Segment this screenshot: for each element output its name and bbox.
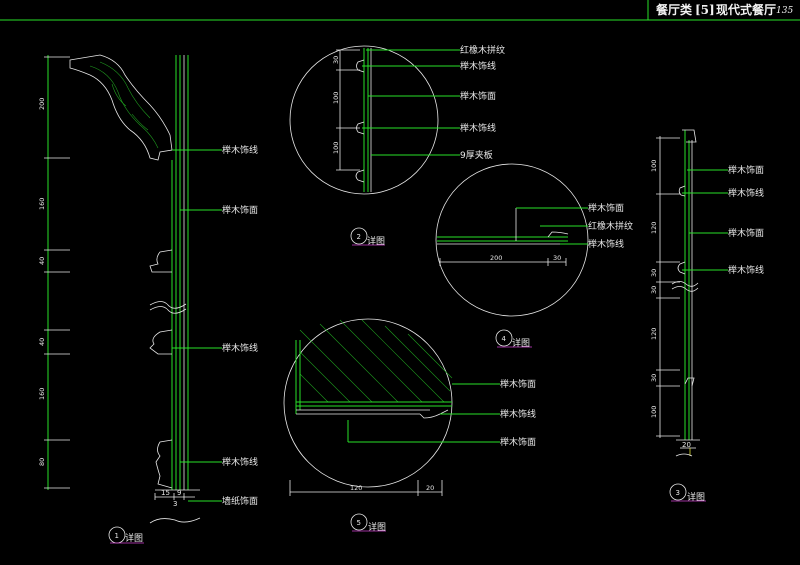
dimension-label: 30 xyxy=(650,286,658,294)
material-label: 墙纸饰面 xyxy=(222,495,258,507)
dimension-label: 200 xyxy=(490,254,502,262)
detail-number: 3 xyxy=(676,489,680,497)
detail-view-1: 200 160 40 40 160 80 15 9 3 xyxy=(38,54,258,544)
material-label: 红橡木拼纹 xyxy=(588,220,633,232)
dimension-label: 20 xyxy=(426,484,434,492)
material-label: 榉木饰线 xyxy=(222,144,258,156)
dimension-label: 100 xyxy=(650,406,658,418)
title-block: 餐厅类 [5] 现代式餐厅 135 xyxy=(0,0,800,21)
detail-marker xyxy=(669,483,687,501)
dimension-label: 120 xyxy=(650,328,658,340)
detail-marker xyxy=(495,329,513,347)
dimension-ticks xyxy=(44,56,70,489)
dimension-label: 120 xyxy=(650,222,658,234)
dimension-label: 160 xyxy=(38,388,46,400)
detail-circle xyxy=(435,163,589,317)
dimension-label: 200 xyxy=(38,98,46,110)
detail-view-5: 120 20 榉木饰面 榉木饰线 榉木饰面 5 详图 xyxy=(283,318,536,533)
material-label: 榉木饰线 xyxy=(222,342,258,354)
material-label: 榉木饰面 xyxy=(728,164,764,176)
material-label: 9厚夹板 xyxy=(460,149,493,161)
detail-number: 5 xyxy=(357,519,361,527)
material-label: 榉木饰线 xyxy=(460,122,496,134)
drawing-section-number: [5] xyxy=(695,3,715,17)
material-label: 榉木饰线 xyxy=(728,187,764,199)
drawing-subtitle: 现代式餐厅 xyxy=(716,2,776,17)
dimension-label: 30 xyxy=(650,269,658,277)
detail-marker xyxy=(350,227,368,245)
dimension-label: 160 xyxy=(38,198,46,210)
material-label: 榉木饰线 xyxy=(588,238,624,250)
detail-view-4: 200 30 榉木饰面 红橡木拼纹 榉木饰线 4 详图 xyxy=(435,163,633,349)
detail-number: 1 xyxy=(115,532,119,540)
detail-view-3: 100 120 30 30 120 30 100 20 榉木饰面 榉木饰线 榉木… xyxy=(650,129,764,503)
page-number: 135 xyxy=(776,6,793,16)
dimension-label: 9 xyxy=(177,489,181,497)
dimension-label: 30 xyxy=(650,374,658,382)
material-label: 榉木饰面 xyxy=(588,202,624,214)
dimension-label: 30 xyxy=(332,56,340,64)
material-label: 榉木饰面 xyxy=(500,436,536,448)
drawing-title: 餐厅类 xyxy=(656,2,693,17)
dimension-label: 100 xyxy=(650,160,658,172)
material-label: 榉木饰线 xyxy=(222,456,258,468)
material-label: 榉木饰线 xyxy=(728,264,764,276)
detail-caption: 详图 xyxy=(687,491,705,503)
detail-caption: 详图 xyxy=(368,521,386,533)
material-label: 榉木饰面 xyxy=(460,90,496,102)
dimension-label: 40 xyxy=(38,338,46,346)
material-label: 榉木饰面 xyxy=(500,378,536,390)
detail-number: 4 xyxy=(502,335,507,343)
hatch-pattern xyxy=(299,319,453,403)
dimension-label: 3 xyxy=(173,500,177,508)
dimension-label: 80 xyxy=(38,458,46,466)
dimension-label: 40 xyxy=(38,257,46,265)
dimension-label: 15 xyxy=(161,489,170,497)
dimension-label: 20 xyxy=(682,441,691,449)
dimension-label: 100 xyxy=(332,92,340,104)
material-label: 榉木饰线 xyxy=(460,60,496,72)
material-label: 红橡木拼纹 xyxy=(460,44,505,56)
detail-caption: 详图 xyxy=(367,235,385,247)
molding-profile xyxy=(149,249,173,273)
detail-circle xyxy=(283,318,453,488)
detail-view-2: 30 100 100 红橡木拼纹 榉木饰线 榉木饰面 榉木饰线 9厚夹板 2 详… xyxy=(289,44,505,247)
dimension-label: 120 xyxy=(350,484,362,492)
dimension-label: 100 xyxy=(332,142,340,154)
material-label: 榉木饰面 xyxy=(728,227,764,239)
detail-number: 2 xyxy=(357,233,361,241)
crown-molding-profile xyxy=(69,54,173,161)
dimension-label: 30 xyxy=(553,254,561,262)
material-label: 榉木饰线 xyxy=(500,408,536,420)
detail-circle xyxy=(289,45,439,195)
detail-caption: 详图 xyxy=(125,532,143,544)
detail-caption: 详图 xyxy=(512,337,530,349)
material-label: 榉木饰面 xyxy=(222,204,258,216)
detail-marker xyxy=(350,513,368,531)
